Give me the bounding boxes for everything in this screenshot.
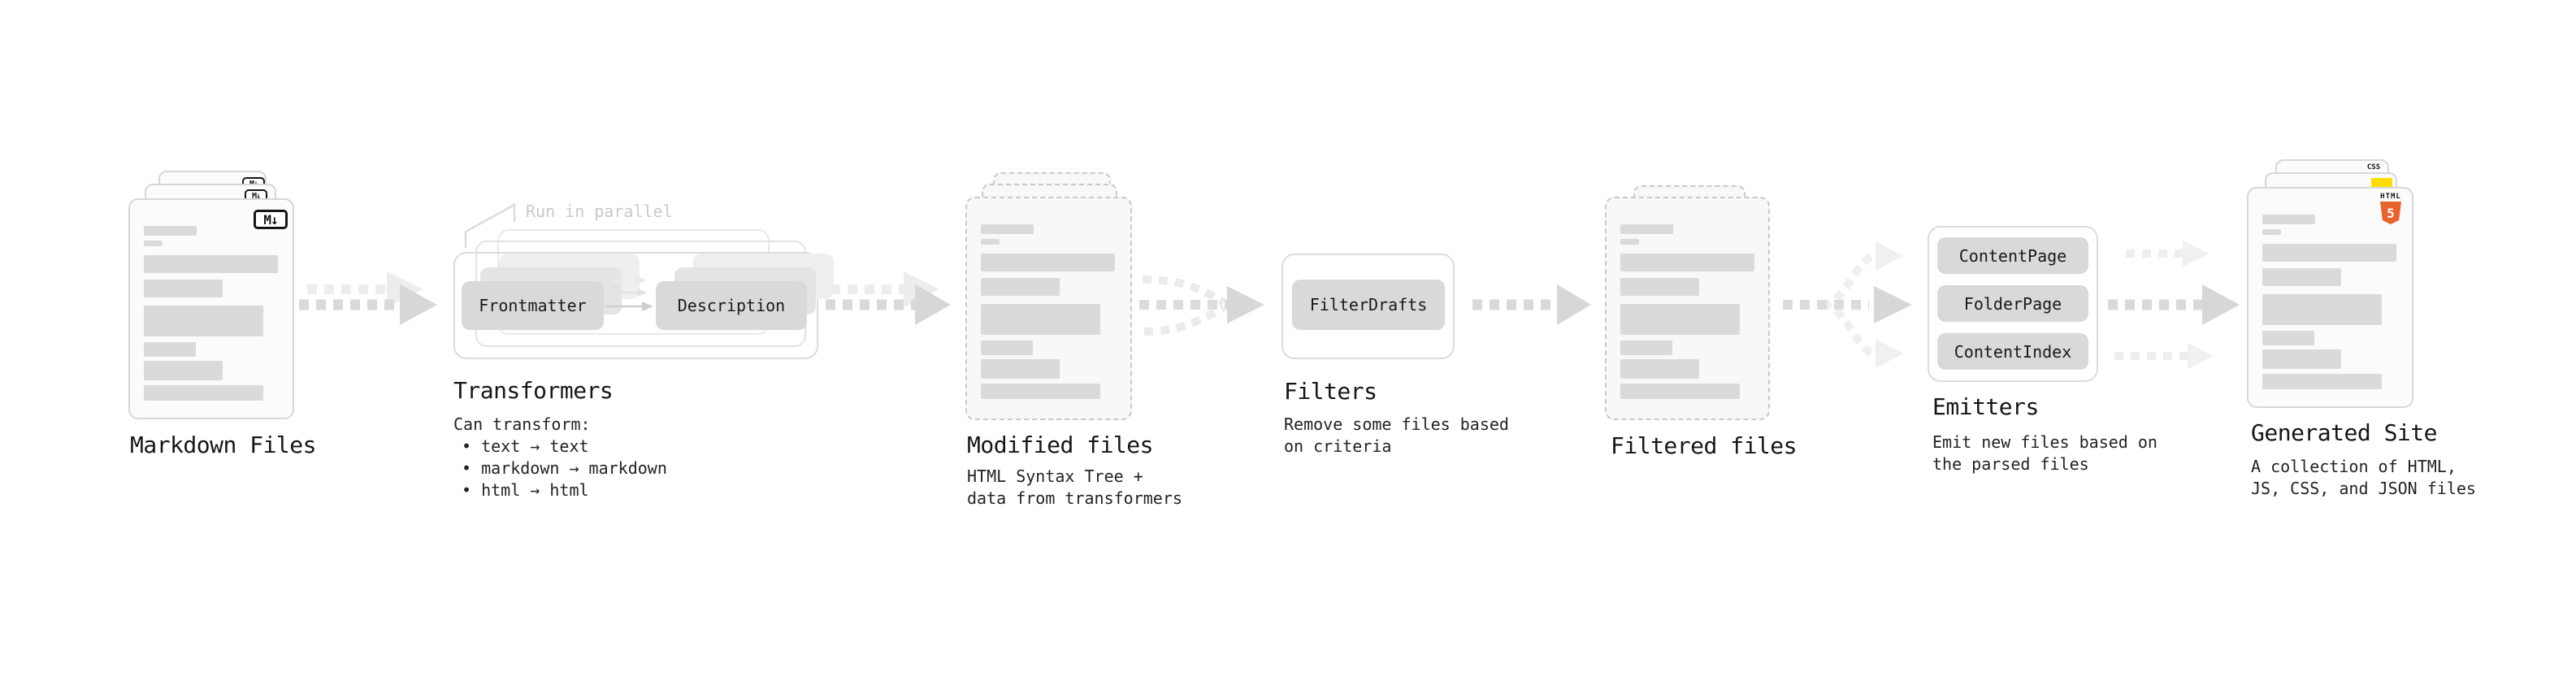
filter-drafts-chip: FilterDrafts xyxy=(1292,280,1445,330)
generated-site-title: Generated Site xyxy=(2251,419,2438,446)
text-placeholder-bar xyxy=(2262,331,2314,345)
text-placeholder-bar xyxy=(144,241,163,246)
filters-caption-1: Remove some files based xyxy=(1284,414,1509,434)
emitters-title: Emitters xyxy=(1932,393,2039,420)
text-placeholder-bar xyxy=(2262,374,2382,389)
text-placeholder-bar xyxy=(1620,278,1699,296)
text-placeholder-bar xyxy=(144,280,223,297)
parallel-note-leader-line xyxy=(464,202,516,248)
transformers-bullet-3: html → html xyxy=(462,479,588,501)
modified-files-caption-2: data from transformers xyxy=(967,488,1182,508)
markdown-file-card-front: M↓ xyxy=(128,198,294,419)
text-placeholder-bar xyxy=(2262,244,2396,262)
text-placeholder-bar xyxy=(144,255,278,273)
js-icon xyxy=(2371,178,2392,189)
filters-title: Filters xyxy=(1284,378,1377,405)
text-placeholder-bar xyxy=(1620,384,1740,399)
transformers-title: Transformers xyxy=(453,377,614,404)
html5-icon: HTML 5 xyxy=(2379,193,2403,224)
text-placeholder-bar xyxy=(1620,254,1754,271)
filtered-files-title: Filtered files xyxy=(1611,432,1798,459)
arrow-filters-to-filtered-icon xyxy=(1472,284,1591,325)
text-placeholder-bar xyxy=(144,226,197,236)
arrow-markdown-to-transformers-icon xyxy=(299,271,437,325)
emitter-content-index-chip: ContentIndex xyxy=(1937,333,2088,370)
modified-files-title: Modified files xyxy=(967,432,1154,458)
text-placeholder-bar xyxy=(981,239,1000,245)
transformer-frontmatter-chip: Frontmatter xyxy=(462,281,604,330)
run-in-parallel-note: Run in parallel xyxy=(526,202,673,221)
generated-site-caption-1: A collection of HTML, xyxy=(2251,457,2457,476)
text-placeholder-bar xyxy=(981,359,1060,379)
transformer-step-arrows-icon xyxy=(606,276,653,311)
text-placeholder-bar xyxy=(981,254,1115,271)
transformer-description-chip: Description xyxy=(656,281,807,330)
arrow-transformers-to-modified-icon xyxy=(826,271,951,325)
arrow-filtered-to-emitters-icon xyxy=(1783,241,1912,368)
text-placeholder-bar xyxy=(1620,239,1639,245)
text-placeholder-bar xyxy=(981,224,1034,234)
text-placeholder-bar xyxy=(981,304,1100,335)
transformers-caption-heading: Can transform: xyxy=(453,414,591,434)
emitter-content-page-chip: ContentPage xyxy=(1937,237,2088,274)
arrow-emitters-to-site-icon xyxy=(2108,241,2240,369)
markdown-icon: M↓ xyxy=(254,210,288,229)
text-placeholder-bar xyxy=(981,340,1033,355)
arrow-modified-to-filters-icon xyxy=(1139,275,1264,336)
text-placeholder-bar xyxy=(144,385,263,401)
text-placeholder-bar xyxy=(981,278,1060,296)
text-placeholder-bar xyxy=(981,384,1100,399)
transformer-frame-front xyxy=(453,252,818,359)
filters-caption-2: on criteria xyxy=(1284,436,1392,456)
site-file-card-front: HTML 5 xyxy=(2247,187,2413,408)
text-placeholder-bar xyxy=(2262,268,2341,286)
text-placeholder-bar xyxy=(144,361,223,380)
generated-site-caption-2: JS, CSS, and JSON files xyxy=(2251,479,2476,498)
text-placeholder-bar xyxy=(2262,294,2382,325)
text-placeholder-bar xyxy=(2262,349,2341,369)
emitter-folder-page-chip: FolderPage xyxy=(1937,285,2088,322)
transformers-bullet-1: text → text xyxy=(462,436,588,458)
text-placeholder-bar xyxy=(1620,359,1699,379)
modified-files-caption-1: HTML Syntax Tree + xyxy=(967,466,1143,486)
text-placeholder-bar xyxy=(1620,340,1672,355)
text-placeholder-bar xyxy=(1620,224,1673,234)
transformers-bullet-2: markdown → markdown xyxy=(462,458,667,479)
modified-file-card-front xyxy=(965,197,1132,420)
text-placeholder-bar xyxy=(144,306,263,336)
text-placeholder-bar xyxy=(1620,304,1740,335)
emitters-caption-1: Emit new files based on xyxy=(1932,432,2158,452)
text-placeholder-bar xyxy=(144,342,196,357)
text-placeholder-bar xyxy=(2262,229,2281,235)
filtered-file-card-front xyxy=(1605,197,1770,420)
emitters-caption-2: the parsed files xyxy=(1932,454,2089,474)
markdown-files-title: Markdown Files xyxy=(130,432,317,458)
text-placeholder-bar xyxy=(2262,215,2315,224)
